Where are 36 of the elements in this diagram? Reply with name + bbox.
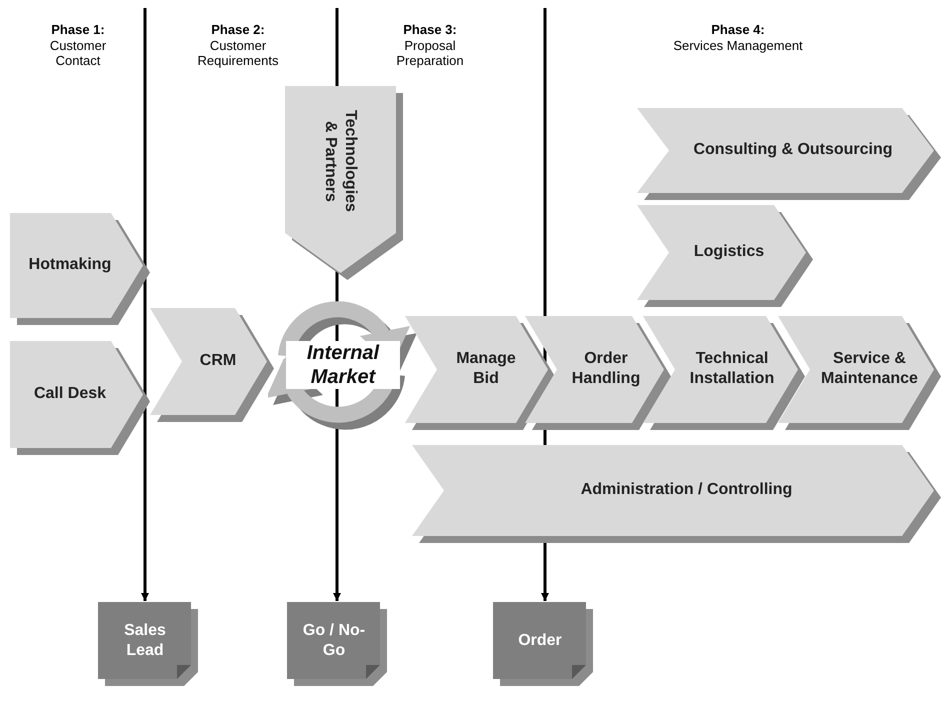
process-label: Logistics: [694, 242, 764, 262]
process-step: [10, 341, 150, 455]
process-step: [10, 213, 150, 325]
process-step: [285, 86, 403, 280]
milestone-document: [98, 602, 198, 686]
process-label: Manage Bid: [455, 349, 517, 389]
phase-heading: Phase 3:: [402, 22, 458, 37]
process-step: [637, 108, 941, 200]
process-label: Hotmaking: [28, 255, 112, 275]
process-label: Technical Installation: [688, 349, 776, 389]
process-step: [643, 316, 805, 430]
milestone-document: [493, 602, 593, 686]
phase-heading: Phase 2:: [210, 22, 266, 37]
process-label: Administration / Controlling: [580, 480, 792, 500]
process-label: Call Desk: [34, 384, 106, 404]
process-step: [778, 316, 941, 430]
process-label: Technologies & Partners: [321, 109, 360, 214]
process-label: Order Handling: [570, 349, 642, 389]
phase-name: Proposal Preparation: [395, 38, 465, 68]
phase-name: Services Management: [672, 38, 804, 53]
milestone-label: Order: [518, 631, 562, 651]
phase-name: Customer Requirements: [196, 38, 280, 68]
milestone-label: Go / No-Go: [302, 621, 366, 661]
milestone-document: [287, 602, 387, 686]
process-step: [637, 205, 813, 307]
phase-name: Customer Contact: [48, 38, 108, 68]
process-step: [412, 445, 941, 543]
arrow: [141, 8, 149, 601]
milestone-label: Sales Lead: [123, 621, 167, 661]
process-label: Consulting & Outsourcing: [693, 140, 893, 160]
cycle-label: Internal Market: [286, 341, 400, 389]
process-step: [150, 308, 274, 422]
process-label: Service & Maintenance: [820, 349, 919, 389]
process-label: CRM: [200, 351, 236, 371]
phase-heading: Phase 1:: [50, 22, 106, 37]
phase-heading: Phase 4:: [710, 22, 766, 37]
